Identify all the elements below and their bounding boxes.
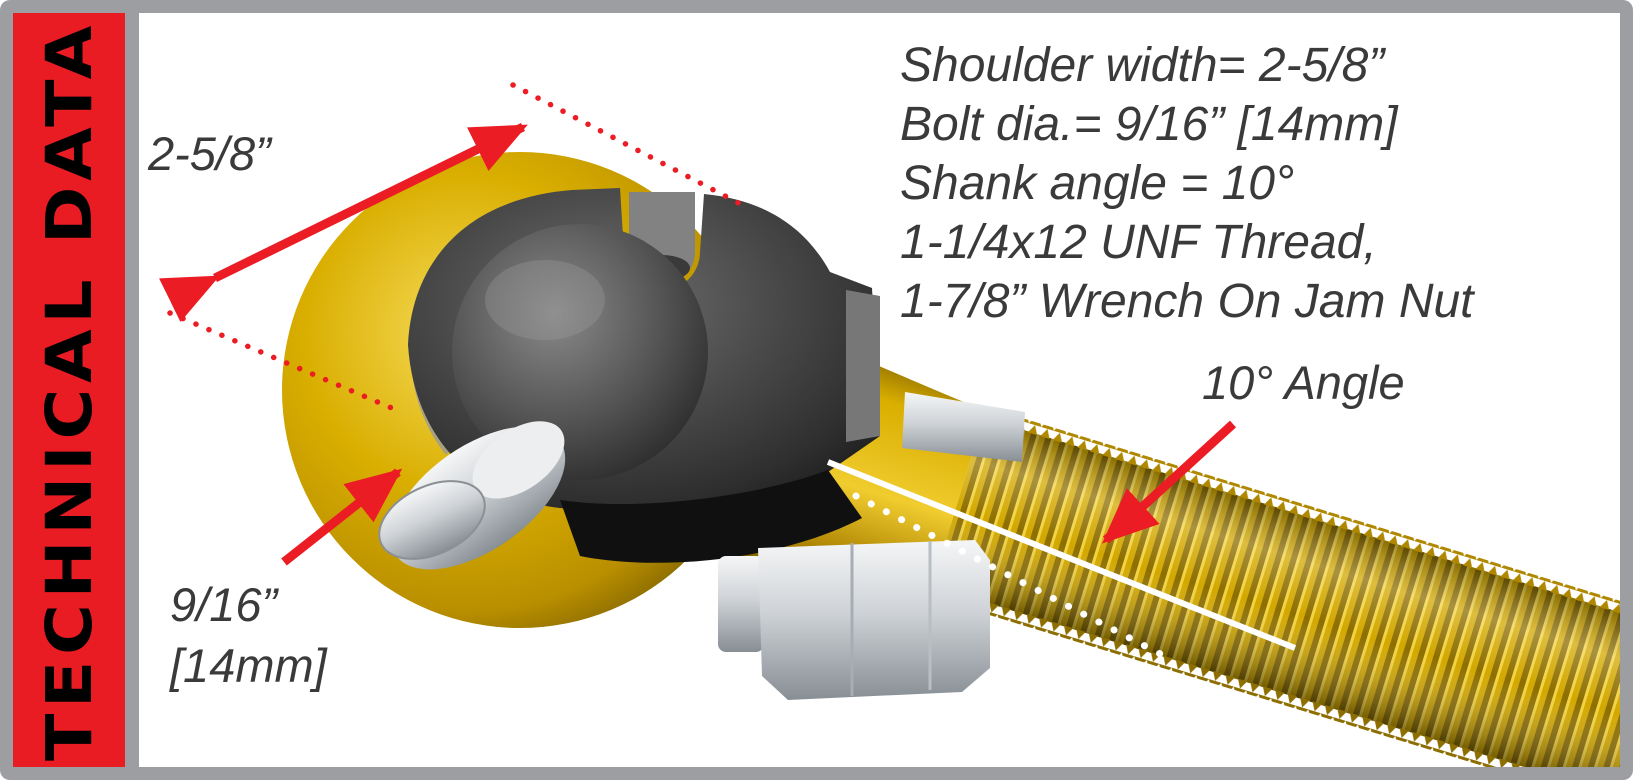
rod-end-illustration <box>159 82 1620 767</box>
spec-line-bolt-diameter: Bolt dia.= 9/16” [14mm] <box>900 98 1398 151</box>
bolt-diameter-label: 9/16” [14mm] <box>170 574 327 696</box>
cut-face <box>846 290 880 442</box>
banner-title: TECHNICAL DATA <box>31 19 107 761</box>
shoulder-width-arrow <box>159 122 528 323</box>
spec-line-shank-angle: Shank angle = 10° <box>900 157 1295 210</box>
bolt-diameter-label-inches: 9/16” <box>170 578 278 631</box>
shoulder-extension-line-top <box>510 82 751 211</box>
bolt-diameter-arrow <box>281 468 403 566</box>
shoulder-extension-line-bottom <box>167 310 397 412</box>
diagram-area <box>139 13 1620 767</box>
spec-line-thread: 1-1/4x12 UNF Thread, <box>900 216 1377 269</box>
jam-nut <box>718 540 990 700</box>
spec-text-block: Shoulder width= 2-5/8” Bolt dia.= 9/16” … <box>900 36 1474 331</box>
shoulder-width-label: 2-5/8” <box>148 127 271 180</box>
shank-angle-label: 10° Angle <box>1202 356 1405 409</box>
wrench-flat <box>902 392 1025 462</box>
spec-line-shoulder-width: Shoulder width= 2-5/8” <box>900 39 1385 92</box>
technical-data-banner: TECHNICAL DATA <box>13 13 125 767</box>
red-annotations <box>159 82 1237 566</box>
shank-angle-arrow <box>1102 420 1237 544</box>
washer <box>378 480 486 560</box>
housing-gap-shadow <box>560 470 862 563</box>
spec-line-jam-nut: 1-7/8” Wrench On Jam Nut <box>900 275 1474 328</box>
bolt-diameter-label-mm: [14mm] <box>170 639 327 692</box>
shank-axis-line <box>826 459 1297 651</box>
